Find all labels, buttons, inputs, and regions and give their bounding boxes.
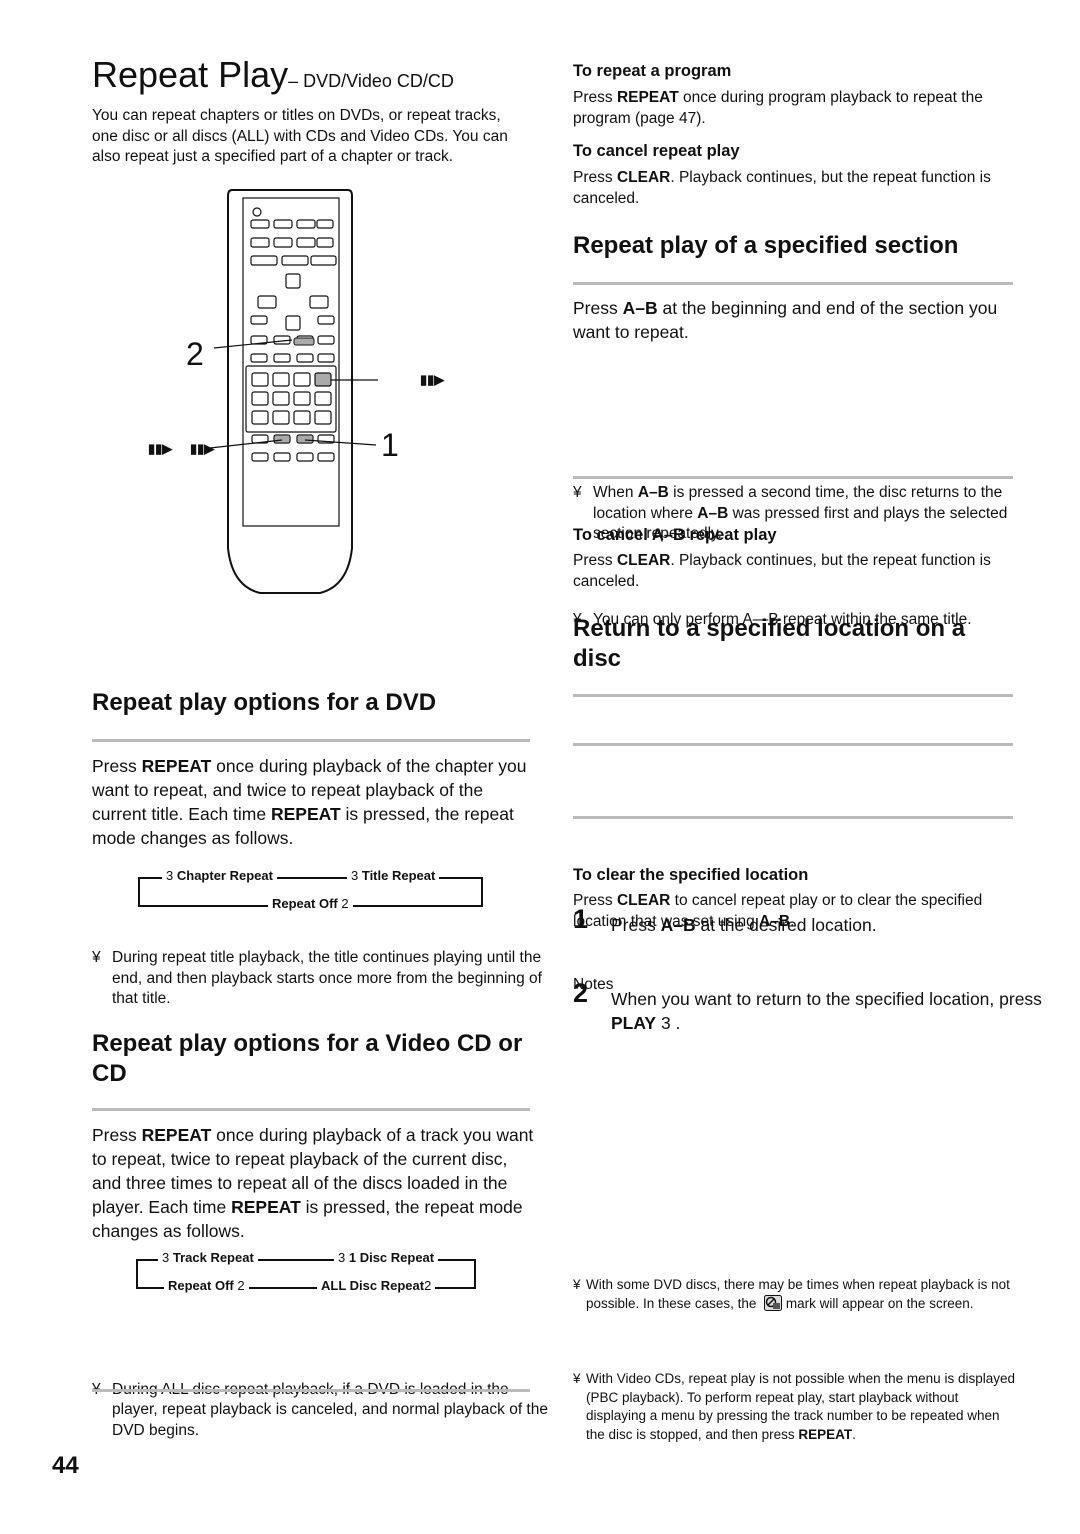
dvd-heading: Repeat play options for a DVD [92, 689, 437, 716]
flow-title-repeat: Title Repeat [361, 868, 436, 883]
notes-label: Notes [573, 976, 614, 993]
divider [573, 282, 1013, 285]
location-heading: Return to a specified location on a disc [573, 615, 966, 672]
section-bullet-1: ¥When A–B is pressed a second time, the … [573, 484, 1008, 542]
page-number: 44 [52, 1452, 79, 1479]
flow-1-disc-repeat: 1 Disc Repeat [348, 1250, 435, 1265]
vcd-heading: Repeat play options for a Video CD or CD [92, 1030, 523, 1087]
step-label-2: 2 [186, 336, 204, 372]
flow-repeat-off: Repeat Off [168, 1278, 234, 1293]
flow-all-disc-repeat: ALL Disc Repeat [321, 1278, 425, 1293]
intro-text: You can repeat chapters or titles on DVD… [92, 107, 508, 165]
section-bullet-2: ¥You can only perform A—B repeat within … [573, 610, 972, 628]
remote-control-illustration [209, 189, 378, 594]
divider [573, 694, 1013, 697]
vcd-repeat-flow: 3 Track Repeat 3 1 Disc Repeat Repeat Of… [136, 1248, 481, 1293]
divider [573, 816, 1013, 819]
page-title-main: Repeat Play [92, 54, 289, 95]
divider [92, 1389, 530, 1392]
divider [92, 739, 530, 742]
step-key-icon-a: ▮▮▶ [148, 441, 173, 456]
dvd-paragraph: Press REPEAT once during playback of the… [92, 756, 527, 848]
section-paragraph: Press A–B at the beginning and end of th… [573, 298, 998, 342]
divider [573, 743, 1013, 746]
page-title: Repeat Play– DVD/Video CD/CD [92, 54, 454, 96]
dvd-bullet: ¥During repeat title playback, the title… [92, 949, 542, 1007]
note-2: ¥With Video CDs, repeat play is not poss… [573, 1371, 1015, 1442]
repeat-program-text: Press REPEAT once during program playbac… [573, 89, 983, 127]
flow-chapter-repeat: Chapter Repeat [176, 868, 273, 883]
repeat-program-heading: To repeat a program [573, 62, 732, 80]
prohibited-hand-icon [764, 1294, 783, 1311]
clear-location-text: Press CLEAR to cancel repeat play or to … [573, 892, 983, 930]
flow-repeat-off: Repeat Off [272, 896, 338, 911]
page-title-sub: – DVD/Video CD/CD [288, 71, 454, 91]
clear-location-heading: To clear the specified location [573, 866, 809, 884]
note-1: ¥With some DVD discs, there may be times… [573, 1277, 1010, 1311]
step-label-1: 1 [381, 427, 399, 463]
section-heading: Repeat play of a specified section [573, 232, 959, 259]
cancel-repeat-heading: To cancel repeat play [573, 142, 740, 160]
flow-track-repeat: Track Repeat [172, 1250, 254, 1265]
dvd-repeat-flow: 3 Chapter Repeat 3 Title Repeat Repeat O… [138, 866, 483, 911]
vcd-paragraph: Press REPEAT once during playback of a t… [92, 1125, 534, 1241]
cancel-ab-heading: To cancel A–B repeat play [573, 526, 777, 544]
divider [573, 476, 1013, 479]
divider [92, 1108, 530, 1111]
step-key-icon-b: ▮▮▶ [190, 441, 215, 456]
cancel-repeat-text: Press CLEAR. Playback continues, but the… [573, 169, 991, 207]
next-key-icon: ▮▮▶ [420, 372, 445, 387]
cancel-ab-text: Press CLEAR. Playback continues, but the… [573, 552, 991, 590]
